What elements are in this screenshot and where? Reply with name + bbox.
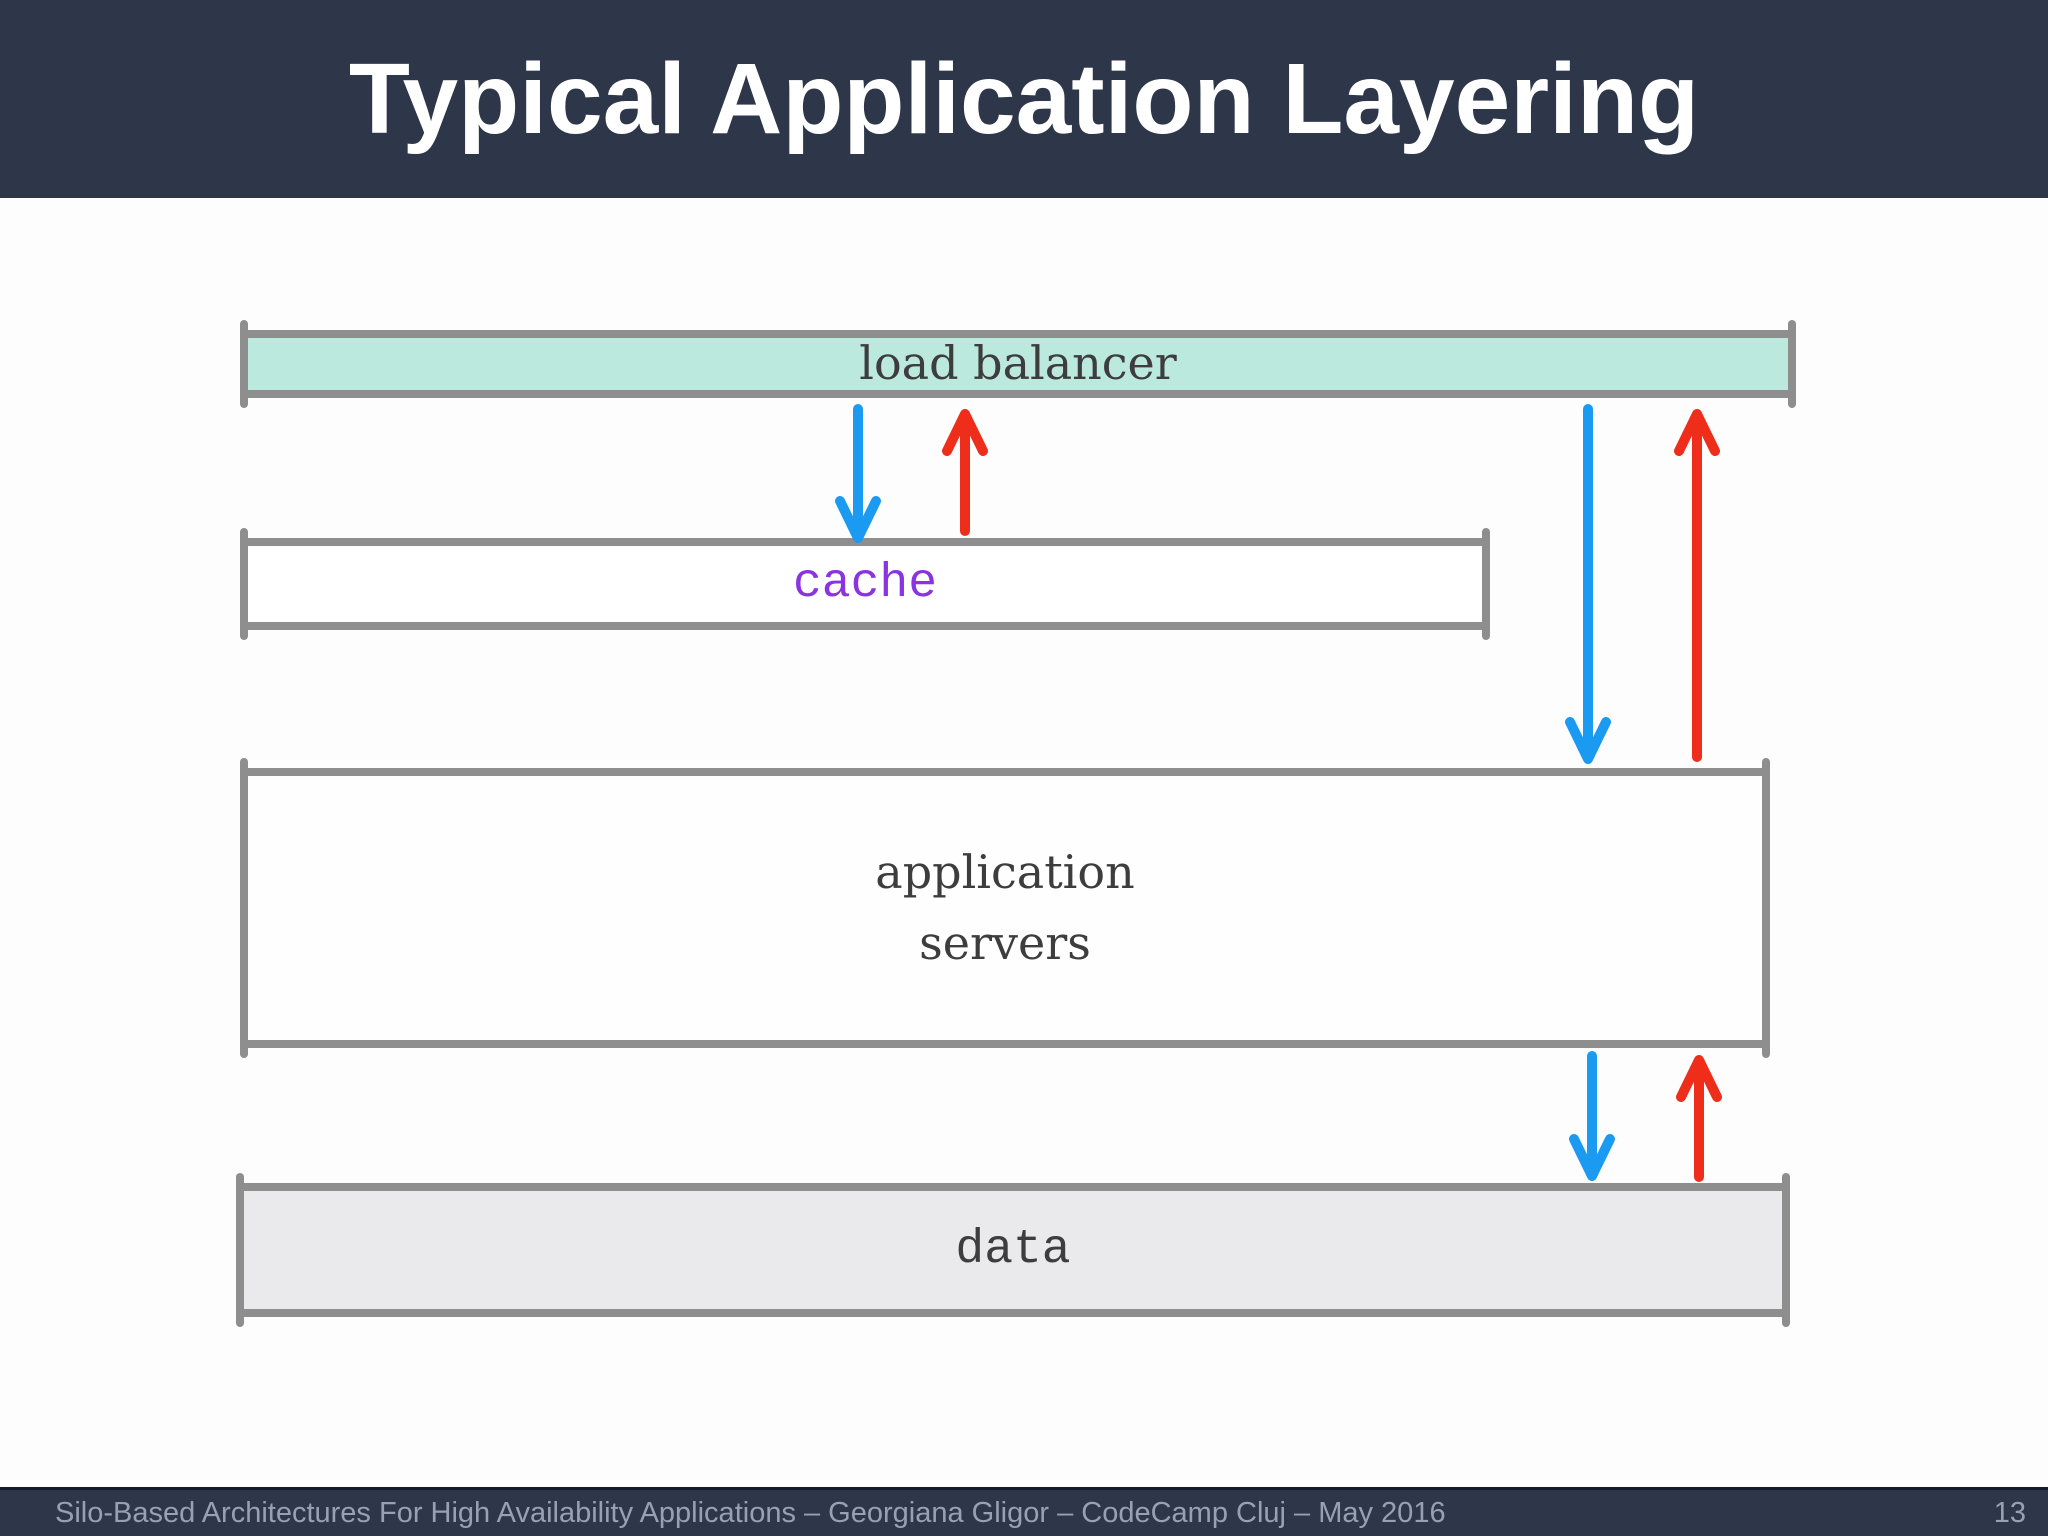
arrow-lb-to-cache-down-icon <box>834 403 882 545</box>
footer-page-number: 13 <box>1993 1496 2026 1529</box>
arrow-data-to-app-up-icon <box>1675 1053 1723 1183</box>
slide-header: Typical Application Layering <box>0 0 2048 198</box>
slide-footer: Silo-Based Architectures For High Availa… <box>0 1487 2048 1536</box>
layer-application-servers: application servers <box>240 758 1770 1058</box>
data-label: data <box>955 1223 1071 1277</box>
arrow-cache-to-lb-up-icon <box>941 407 989 537</box>
slide-title: Typical Application Layering <box>348 42 1700 155</box>
load-balancer-label: load balancer <box>859 336 1177 391</box>
cache-label: cache <box>792 557 938 611</box>
arrow-lb-to-app-down-icon <box>1564 403 1612 766</box>
layer-load-balancer: load balancer <box>240 320 1796 408</box>
application-servers-label: application servers <box>875 844 1135 970</box>
layer-data: data <box>236 1173 1790 1327</box>
footer-credit: Silo-Based Architectures For High Availa… <box>55 1496 1446 1529</box>
arrow-app-to-data-down-icon <box>1568 1050 1616 1183</box>
arrow-app-to-lb-up-icon <box>1673 407 1721 763</box>
layer-cache: cache <box>240 528 1490 640</box>
